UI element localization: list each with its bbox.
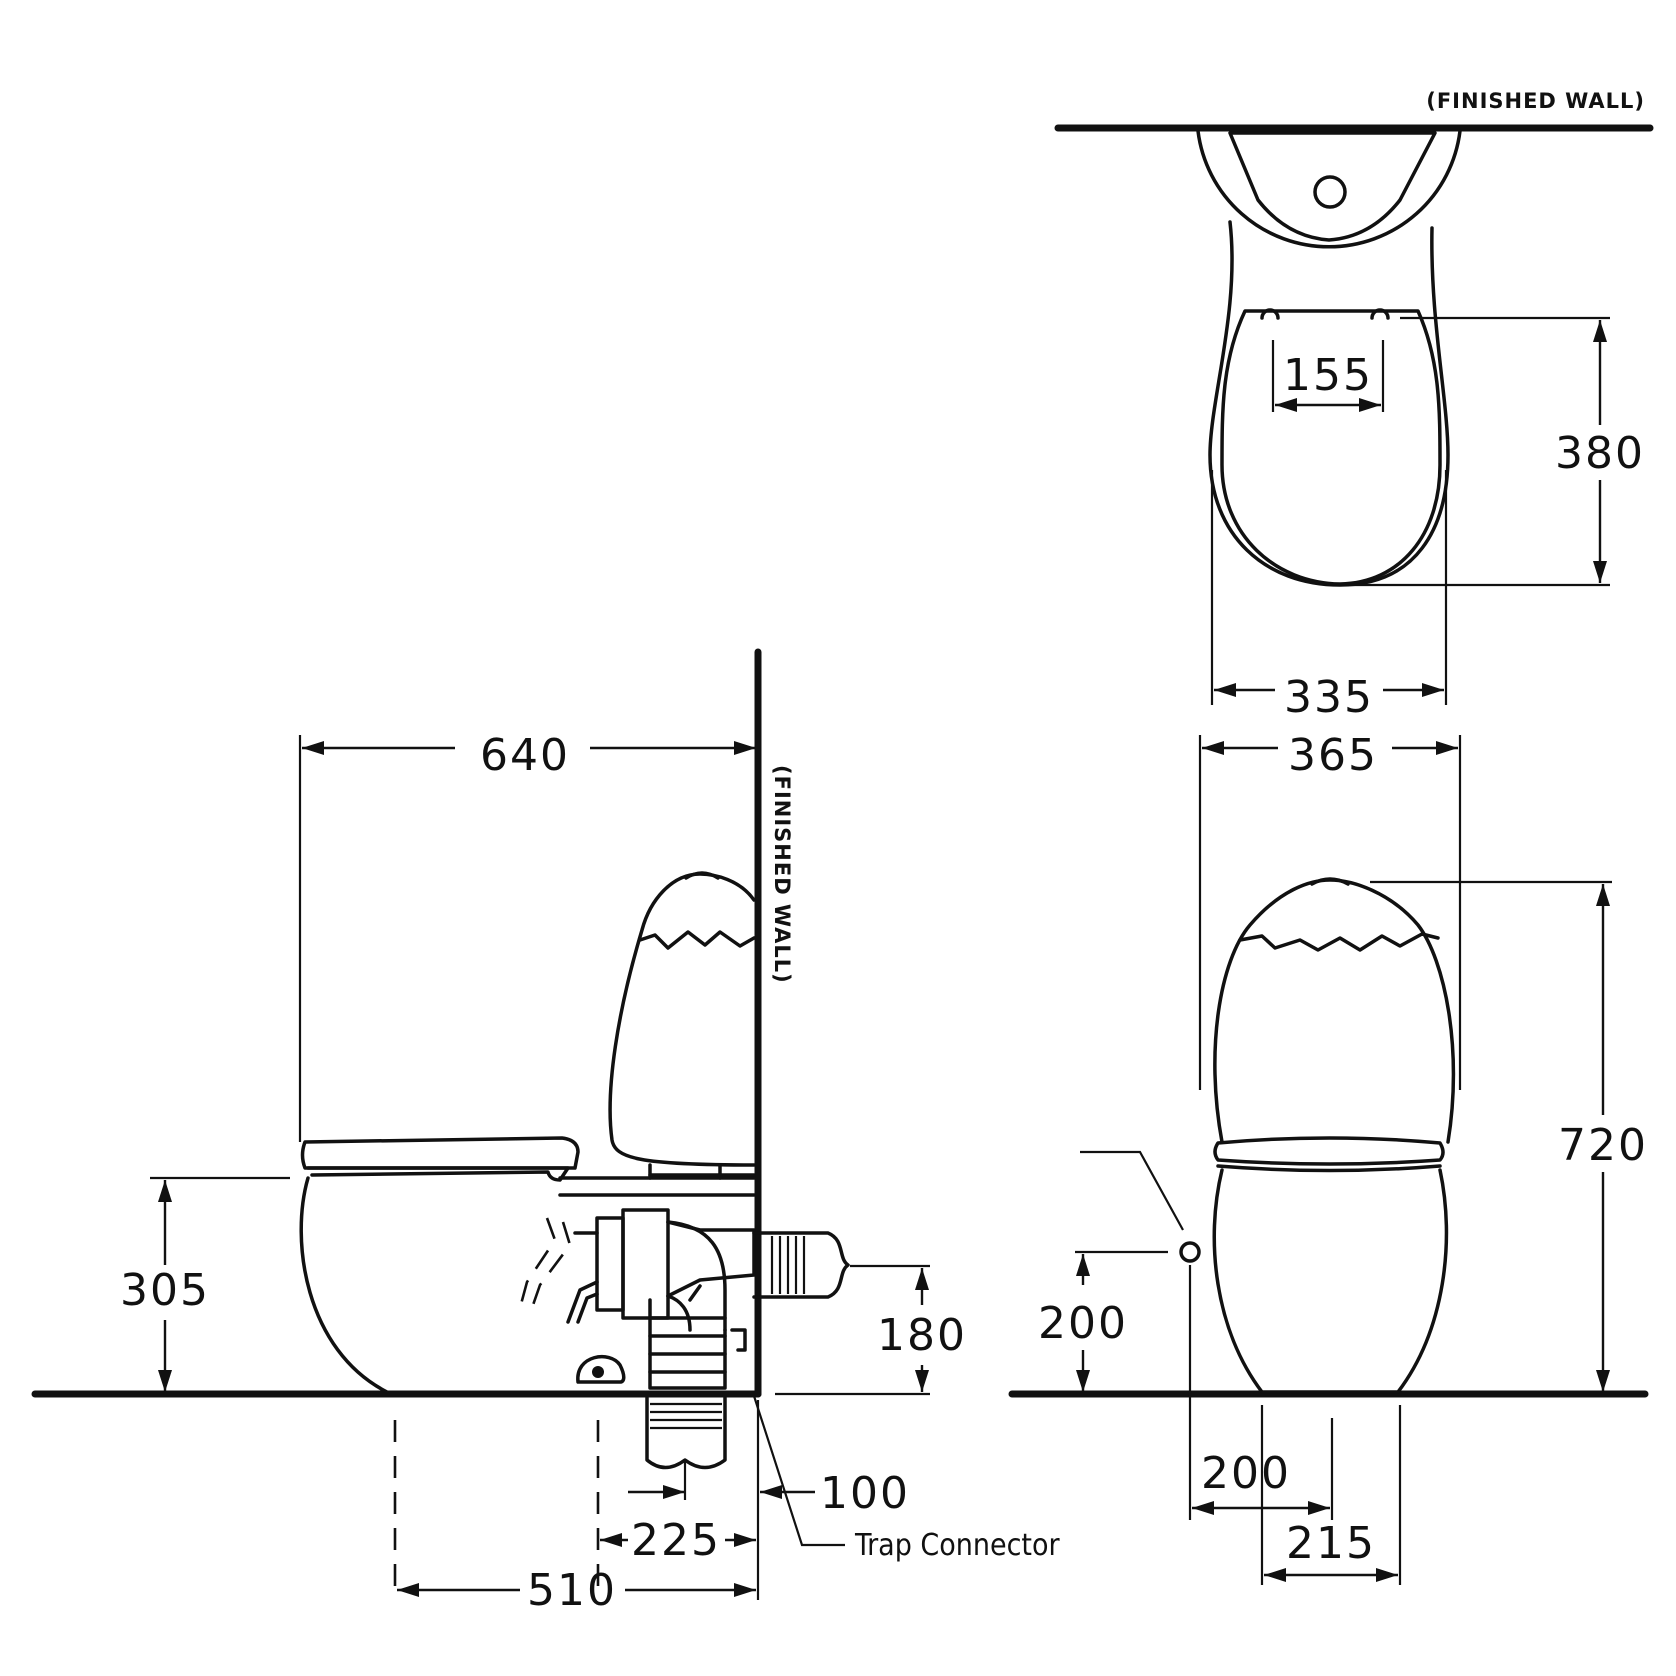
finished-wall-label-top: (FINISHED WALL) [1426, 89, 1645, 113]
tank-outline-side [608, 872, 756, 1167]
finished-wall-label-side: (FINISHED WALL) [770, 765, 794, 984]
tank-lid-zigzag-front [1238, 932, 1440, 952]
dim-155: 155 [1283, 350, 1373, 401]
tank-cap-front [1310, 877, 1350, 886]
bowl-outline-side [299, 1176, 389, 1394]
trap-connector-label: Trap Connector [854, 1528, 1061, 1563]
dim-100: 100 [820, 1468, 910, 1519]
dim-200-base: 200 [1201, 1448, 1291, 1499]
top-view: (FINISHED WALL) 155 380 335 [1054, 89, 1654, 723]
dim-365: 365 [1288, 730, 1378, 781]
seat-lid-side [300, 1136, 580, 1170]
tank-lid-zigzag-side [638, 930, 756, 950]
bowl-outline-top [1208, 220, 1450, 587]
dim-640: 640 [480, 730, 570, 781]
tank-outline-top [1196, 129, 1462, 249]
dim-180: 180 [877, 1310, 967, 1361]
floor-fixing-side [576, 1354, 626, 1384]
side-view: (FINISHED WALL) [31, 648, 1061, 1616]
dim-200-height: 200 [1038, 1298, 1128, 1349]
seat-ring-side [306, 1166, 570, 1182]
dim-215: 215 [1286, 1518, 1376, 1569]
bowl-outline-front [1212, 1168, 1449, 1394]
seat-outline-top [1220, 309, 1442, 586]
dim-380: 380 [1555, 428, 1645, 479]
hinge-right [1370, 308, 1390, 320]
water-inlet-front [1179, 1241, 1201, 1263]
flush-button-top [1313, 175, 1347, 209]
trap-connector-assembly [518, 1208, 850, 1470]
tank-outline-front [1213, 878, 1456, 1144]
tank-inner-top [1228, 131, 1437, 242]
front-view: 365 720 200 200 215 [1008, 730, 1649, 1585]
dim-510: 510 [527, 1565, 617, 1616]
dim-335: 335 [1284, 672, 1374, 723]
dim-225: 225 [631, 1515, 721, 1566]
dim-305: 305 [120, 1265, 210, 1316]
hinge-left [1260, 308, 1280, 320]
seat-rim-front [1216, 1164, 1442, 1173]
seat-band-front [1213, 1136, 1445, 1166]
dim-720: 720 [1558, 1120, 1648, 1171]
tank-cap-side [684, 871, 720, 880]
